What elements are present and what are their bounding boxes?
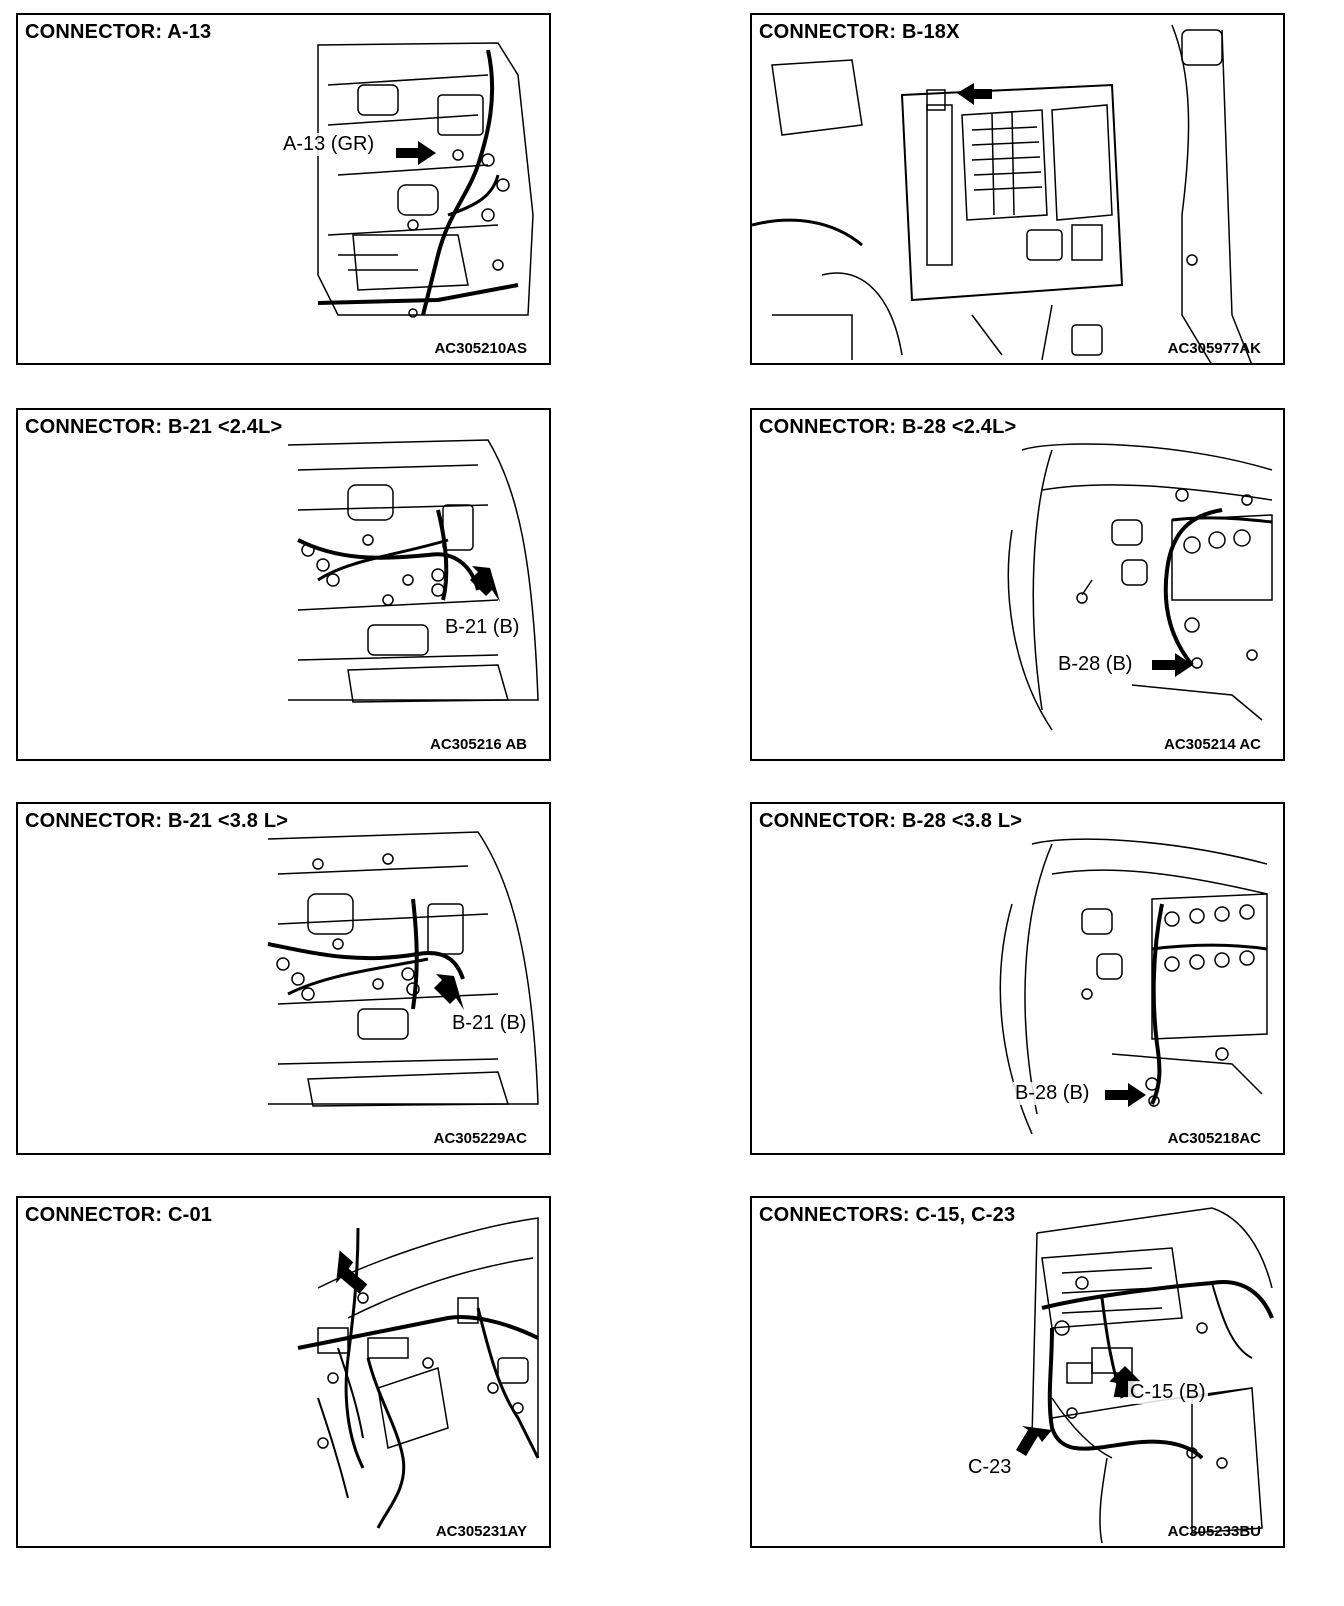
dashboard-illustration bbox=[297, 1217, 540, 1529]
panel-title: CONNECTOR: B-21 <2.4L> bbox=[25, 416, 287, 439]
engine-bay-illustration bbox=[999, 838, 1268, 1135]
panel-title: CONNECTOR: B-28 <2.4L> bbox=[759, 416, 1021, 439]
callout-c15: C-15 (B) bbox=[1128, 1381, 1208, 1404]
connector-panel-a13: CONNECTOR: A-13 A-13 (GR) AC305210AS bbox=[16, 13, 551, 365]
figure-code: AC305233BU bbox=[1167, 1523, 1261, 1540]
callout-c23: C-23 bbox=[966, 1456, 1014, 1479]
connector-panel-b18x: CONNECTOR: B-18X AC305977AK bbox=[750, 13, 1285, 365]
panel-title: CONNECTOR: B-21 <3.8 L> bbox=[25, 810, 293, 833]
connector-panel-b28-24l: CONNECTOR: B-28 <2.4L> B-28 (B) AC305214… bbox=[750, 408, 1285, 761]
engine-bay-illustration bbox=[267, 831, 539, 1107]
figure-code: AC305218AC bbox=[1167, 1130, 1261, 1147]
figure-code: AC305229AC bbox=[433, 1130, 527, 1147]
panel-title: CONNECTOR: B-18X bbox=[759, 21, 964, 44]
engine-bay-illustration bbox=[1007, 443, 1273, 731]
dashboard-illustration bbox=[1016, 1207, 1274, 1544]
callout-b28: B-28 (B) bbox=[1056, 653, 1135, 676]
panel-title: CONNECTORS: C-15, C-23 bbox=[759, 1204, 1020, 1227]
figure-code: AC305231AY bbox=[435, 1523, 527, 1540]
callout-a13: A-13 (GR) bbox=[281, 133, 377, 156]
connector-panel-c01: CONNECTOR: C-01 AC305231AY bbox=[16, 1196, 551, 1548]
figure-code: AC305210AS bbox=[434, 340, 527, 357]
connector-panel-b21-38l: CONNECTOR: B-21 <3.8 L> B-21 (B) AC30522… bbox=[16, 802, 551, 1155]
callout-b21: B-21 (B) bbox=[443, 616, 522, 639]
panel-title: CONNECTOR: A-13 bbox=[25, 21, 216, 44]
panel-title: CONNECTOR: B-28 <3.8 L> bbox=[759, 810, 1027, 833]
figure-code: AC305977AK bbox=[1167, 340, 1261, 357]
callout-b21: B-21 (B) bbox=[450, 1012, 529, 1035]
connector-panel-c15-c23: CONNECTORS: C-15, C-23 C-15 (B) C-23 AC3… bbox=[750, 1196, 1285, 1548]
fuse-box-illustration bbox=[752, 24, 1253, 363]
connector-panel-b21-24l: CONNECTOR: B-21 <2.4L> B-21 (B) AC305216… bbox=[16, 408, 551, 761]
engine-bay-illustration bbox=[317, 42, 534, 318]
figure-code: AC305214 AC bbox=[1164, 736, 1261, 753]
figure-code: AC305216 AB bbox=[430, 736, 527, 753]
engine-bay-illustration bbox=[287, 439, 539, 703]
panel-title: CONNECTOR: C-01 bbox=[25, 1204, 217, 1227]
callout-b28: B-28 (B) bbox=[1013, 1082, 1092, 1105]
connector-panel-b28-38l: CONNECTOR: B-28 <3.8 L> B-28 (B) AC30521… bbox=[750, 802, 1285, 1155]
